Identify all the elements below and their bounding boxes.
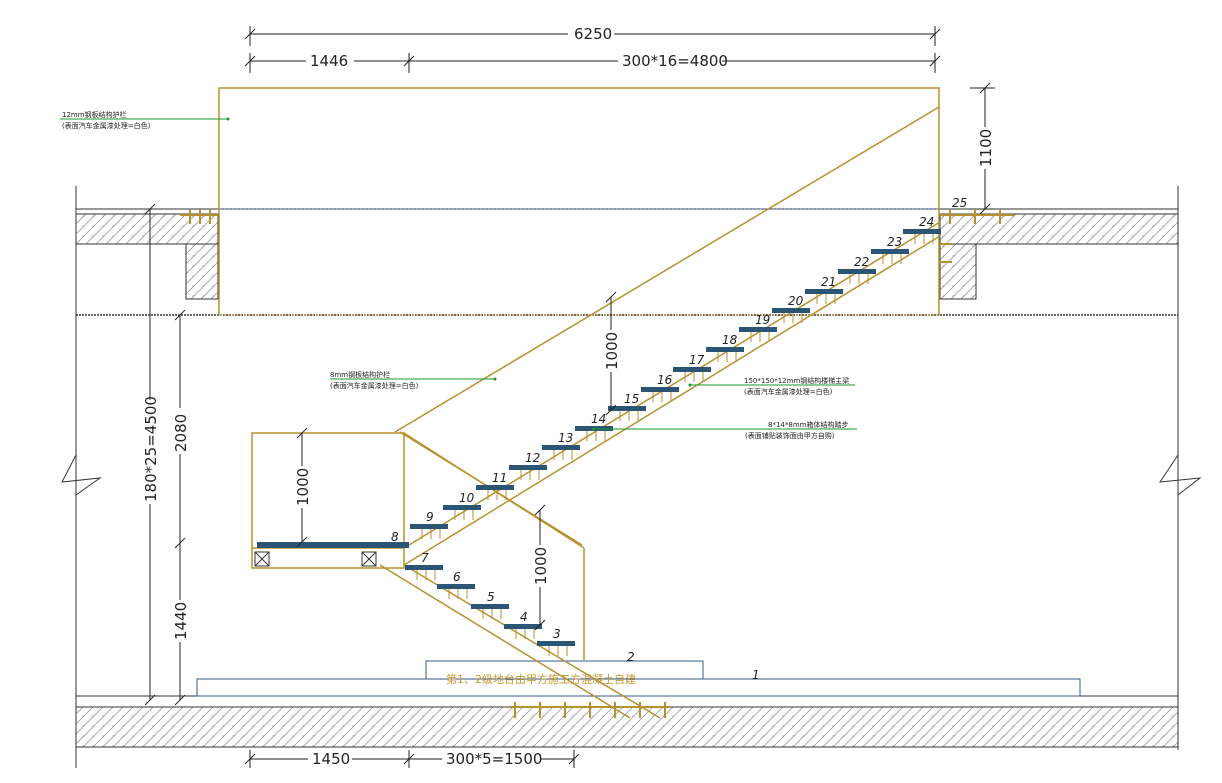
step-number: 5 (487, 590, 495, 604)
tread (805, 289, 843, 294)
dim-rail-top: 1100 (977, 129, 995, 167)
tread (537, 641, 575, 646)
landing-blocks (254, 551, 377, 567)
tread (443, 505, 481, 510)
dimension-lines (144, 26, 995, 768)
dim-left-upper: 2080 (172, 414, 190, 452)
step-number: 4 (520, 610, 528, 624)
tread (903, 229, 941, 234)
step-number: 6 (453, 570, 461, 584)
tread (542, 445, 580, 450)
dim-top-left: 1446 (310, 52, 348, 70)
step-number: 3 (553, 627, 561, 641)
tread (437, 584, 475, 589)
mid-guard-title: 8mm钢板结构护栏 (330, 370, 390, 379)
step-number: 7 (421, 551, 429, 565)
step-number: 25 (952, 196, 967, 210)
tread (673, 367, 711, 372)
step-number: 16 (657, 373, 673, 387)
step-number: 24 (919, 215, 934, 229)
stair-treads (405, 229, 941, 656)
tread (410, 524, 448, 529)
top-guard-title: 12mm钢板结构护栏 (62, 110, 127, 119)
step-number: 14 (591, 412, 606, 426)
mid-guard-sub: (表面汽车金属漆处理=白色) (330, 381, 419, 390)
beam-sub: (表面汽车金属漆处理=白色) (744, 387, 833, 396)
tread (476, 485, 514, 490)
step-number: 10 (459, 491, 475, 505)
step-number: 20 (788, 294, 804, 308)
tread (706, 347, 744, 352)
dim-bottom-right: 300*5=1500 (446, 750, 542, 768)
tread (405, 565, 443, 570)
step-number: 11 (492, 471, 507, 485)
tread (739, 327, 777, 332)
step-number: 18 (722, 333, 738, 347)
step-number: 9 (426, 510, 434, 524)
step-numbers: 3 4 5 6 7 8 9 10 11 12 13 14 15 16 17 18 19 20 21 22 23 24 25 (391, 196, 967, 641)
tread (509, 465, 547, 470)
step-number: 13 (558, 431, 573, 445)
dim-bottom-left: 1450 (312, 750, 350, 768)
dim-top-total: 6250 (574, 25, 612, 43)
tread (471, 604, 509, 609)
dim-top-right: 300*16=4800 (622, 52, 728, 70)
annotation-leaders (60, 118, 857, 430)
dim-rail-landing: 1000 (294, 468, 312, 506)
dim-left-lower: 1440 (172, 602, 190, 640)
tread (641, 387, 679, 392)
tread (838, 269, 876, 274)
base-label-1: 1 (752, 668, 760, 682)
dim-left-total: 180*25=4500 (142, 396, 160, 502)
dim-rail-lower: 1000 (532, 547, 550, 585)
landing-tread (257, 542, 409, 548)
step-number: 23 (887, 235, 902, 249)
anchor-bolts (180, 210, 1015, 718)
tread (772, 308, 810, 313)
step-number: 17 (689, 353, 705, 367)
tread (608, 406, 646, 411)
step-number: 22 (854, 255, 869, 269)
base-note-text: 第1、2级地台由甲方施工方混凝土自建 (446, 672, 636, 686)
base-platforms: 第1、2级地台由甲方施工方混凝土自建 1 2 (196, 650, 1081, 697)
tread (871, 249, 909, 254)
beam-title: 150*150*12mm钢结构楼梯主梁 (744, 376, 849, 385)
guardrails (218, 87, 941, 719)
step-number: 15 (624, 392, 639, 406)
tread (504, 624, 542, 629)
step-number: 8 (391, 530, 399, 544)
step-number: 21 (821, 275, 836, 289)
top-guard-sub: (表面汽车金属漆处理=白色) (62, 121, 151, 130)
step-number: 12 (525, 451, 540, 465)
step-title: 8*14*8mm箱体结构踏步 (768, 420, 848, 429)
base-label-2: 2 (627, 650, 635, 664)
step-sub: (表面铺贴装饰面由甲方自购) (745, 431, 835, 440)
step-number: 19 (755, 313, 770, 327)
dim-rail-mid: 1000 (603, 332, 621, 370)
